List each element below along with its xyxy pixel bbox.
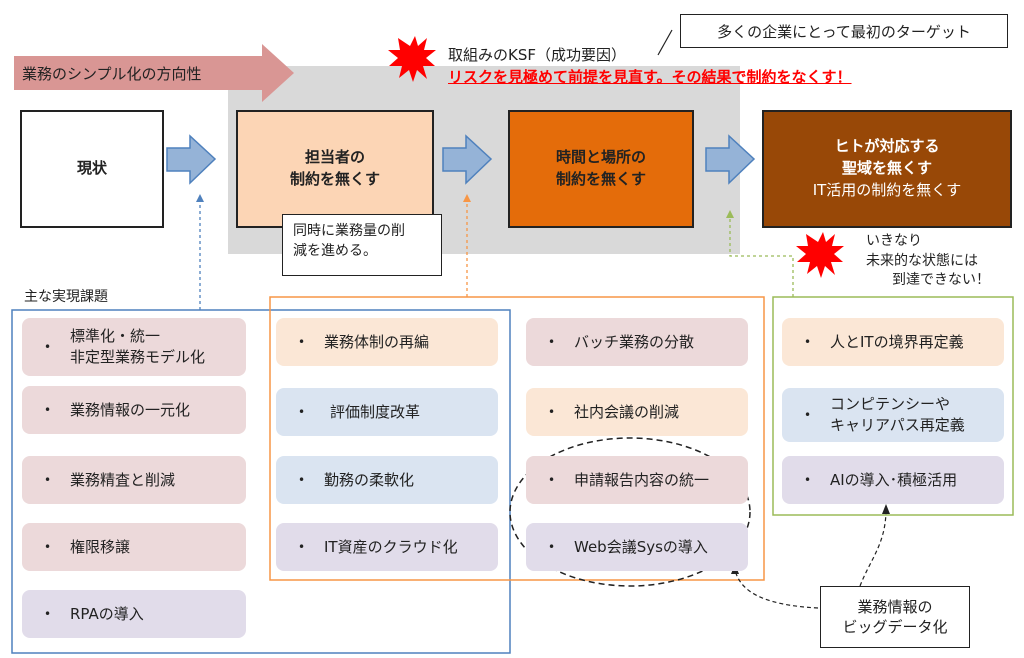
future-starburst: [796, 232, 844, 278]
issue-label: 社内会議の削減: [574, 402, 680, 421]
bullet-icon: •: [44, 339, 52, 354]
bullet-icon: •: [44, 402, 52, 417]
issue-label: 申請報告内容の統一: [574, 470, 710, 489]
issue-label: IT資産のクラウド化: [324, 537, 458, 556]
ksf-main: リスクを見極めて前提を見直す。その結果で制約をなくす！: [448, 68, 852, 86]
bullet-icon: •: [804, 472, 812, 487]
direction-label: 業務のシンプル化の方向性: [22, 64, 202, 83]
bullet-icon: •: [298, 472, 306, 487]
note-future-line2: 未来的な状態には: [866, 252, 978, 269]
issue-competency: • コンピテンシーやキャリアパス再定義: [782, 388, 1004, 442]
flow-arrow-1: [166, 134, 217, 185]
first-target-callout: 多くの企業にとって最初のターゲット: [680, 14, 1008, 48]
issue-label: 業務体制の再編: [324, 332, 430, 351]
bigdata-box: 業務情報の ビッグデータ化: [820, 586, 970, 648]
issue-line: コンピテンシーや: [830, 395, 951, 413]
stage3-sub: IT活用の制約を無くす: [812, 180, 962, 199]
stage3-line2: 聖域を無くす: [841, 159, 932, 178]
issue-label: バッチ業務の分散: [574, 332, 695, 351]
stage-person-constraint: 担当者の 制約を無くす: [236, 110, 434, 228]
issue-line: 標準化・統一: [70, 327, 161, 345]
bullet-icon: •: [548, 472, 556, 487]
connector-col4: [729, 216, 794, 297]
stage1-line1: 担当者の: [304, 148, 365, 167]
group-box-orange: [269, 296, 765, 581]
stage-time-place-constraint: 時間と場所の 制約を無くす: [508, 110, 694, 228]
bullet-icon: •: [548, 404, 556, 419]
bullet-icon: •: [298, 539, 306, 554]
group-box-blue: [11, 309, 511, 654]
bullet-icon: •: [44, 606, 52, 621]
note-future-line1: いきなり: [866, 233, 922, 249]
main-issues-label: 主な実現課題: [24, 289, 108, 305]
issue-line: キャリアパス再定義: [830, 416, 965, 434]
bigdata-line1: 業務情報の: [857, 597, 933, 616]
issue-flexible-work: • 勤務の柔軟化: [276, 456, 498, 504]
bigdata-arrow-left: [734, 569, 819, 609]
issue-label: AIの導入･積極活用: [830, 470, 958, 489]
stage-current: 現状: [20, 110, 164, 228]
stage1-line2: 制約を無くす: [289, 170, 380, 188]
stage2-line2: 制約を無くす: [555, 170, 646, 188]
issue-line: 非定型業務モデル化: [70, 348, 206, 366]
direction-arrow: [14, 44, 294, 102]
bigdata-line2: ビッグデータ化: [842, 618, 948, 636]
bullet-icon: •: [804, 334, 812, 349]
bullet-icon: •: [548, 334, 556, 349]
issue-delegation: • 権限移譲: [22, 523, 246, 571]
stage2-line1: 時間と場所の: [555, 148, 646, 167]
issue-info-unification: • 業務情報の一元化: [22, 386, 246, 434]
issue-reorganization: • 業務体制の再編: [276, 318, 498, 366]
issue-review-reduction: • 業務精査と削減: [22, 456, 246, 504]
bullet-icon: •: [548, 539, 556, 554]
note-simultaneous: 同時に業務量の削 減を進める。: [282, 214, 442, 276]
stage-human-sanctuary: ヒトが対応する 聖域を無くす IT活用の制約を無くす: [762, 110, 1012, 228]
issue-label: 業務精査と削減: [70, 470, 176, 489]
note-simultaneous-line1: 同時に業務量の削: [293, 223, 405, 239]
stage3-line1: ヒトが対応する: [834, 137, 940, 156]
issue-label: 業務情報の一元化: [70, 400, 191, 419]
ksf-starburst: [388, 36, 436, 82]
issue-ai-adoption: • AIの導入･積極活用: [782, 456, 1004, 504]
bullet-icon: •: [44, 539, 52, 554]
issue-label: 人とITの境界再定義: [830, 332, 964, 351]
issue-meeting-reduction: • 社内会議の削減: [526, 388, 748, 436]
ksf-title: 取組みのKSF（成功要因）: [448, 46, 626, 64]
issue-label: 評価制度改革: [330, 402, 421, 421]
highlight-ellipse: [509, 437, 751, 587]
flow-arrow-3: [705, 134, 756, 185]
issue-label: RPAの導入: [70, 604, 144, 623]
issue-batch-distribution: • バッチ業務の分散: [526, 318, 748, 366]
note-simultaneous-line2: 減を進める。: [293, 243, 377, 260]
bullet-icon: •: [298, 334, 306, 349]
issue-label: Web会議Sysの導入: [574, 537, 708, 556]
note-future-line3: 到達できない！: [892, 272, 990, 289]
bigdata-arrow-up: [859, 511, 887, 587]
issue-report-unification: • 申請報告内容の統一: [526, 456, 748, 504]
issue-rpa: • RPAの導入: [22, 590, 246, 638]
issue-label: 勤務の柔軟化: [324, 470, 415, 489]
issue-label: 権限移譲: [70, 537, 131, 556]
bullet-icon: •: [44, 472, 52, 487]
bullet-icon: •: [298, 404, 306, 419]
issue-human-it-boundary: • 人とITの境界再定義: [782, 318, 1004, 366]
bullet-icon: •: [804, 407, 812, 422]
group-box-green: [772, 296, 1014, 516]
issue-evaluation-reform: • 評価制度改革: [276, 388, 498, 436]
flow-arrow-2: [442, 134, 493, 185]
issue-standardization: • 標準化・統一非定型業務モデル化: [22, 318, 246, 376]
note-future: いきなり 未来的な状態には 到達できない！: [866, 232, 990, 291]
issue-cloud: • IT資産のクラウド化: [276, 523, 498, 571]
issue-web-meeting: • Web会議Sysの導入: [526, 523, 748, 571]
